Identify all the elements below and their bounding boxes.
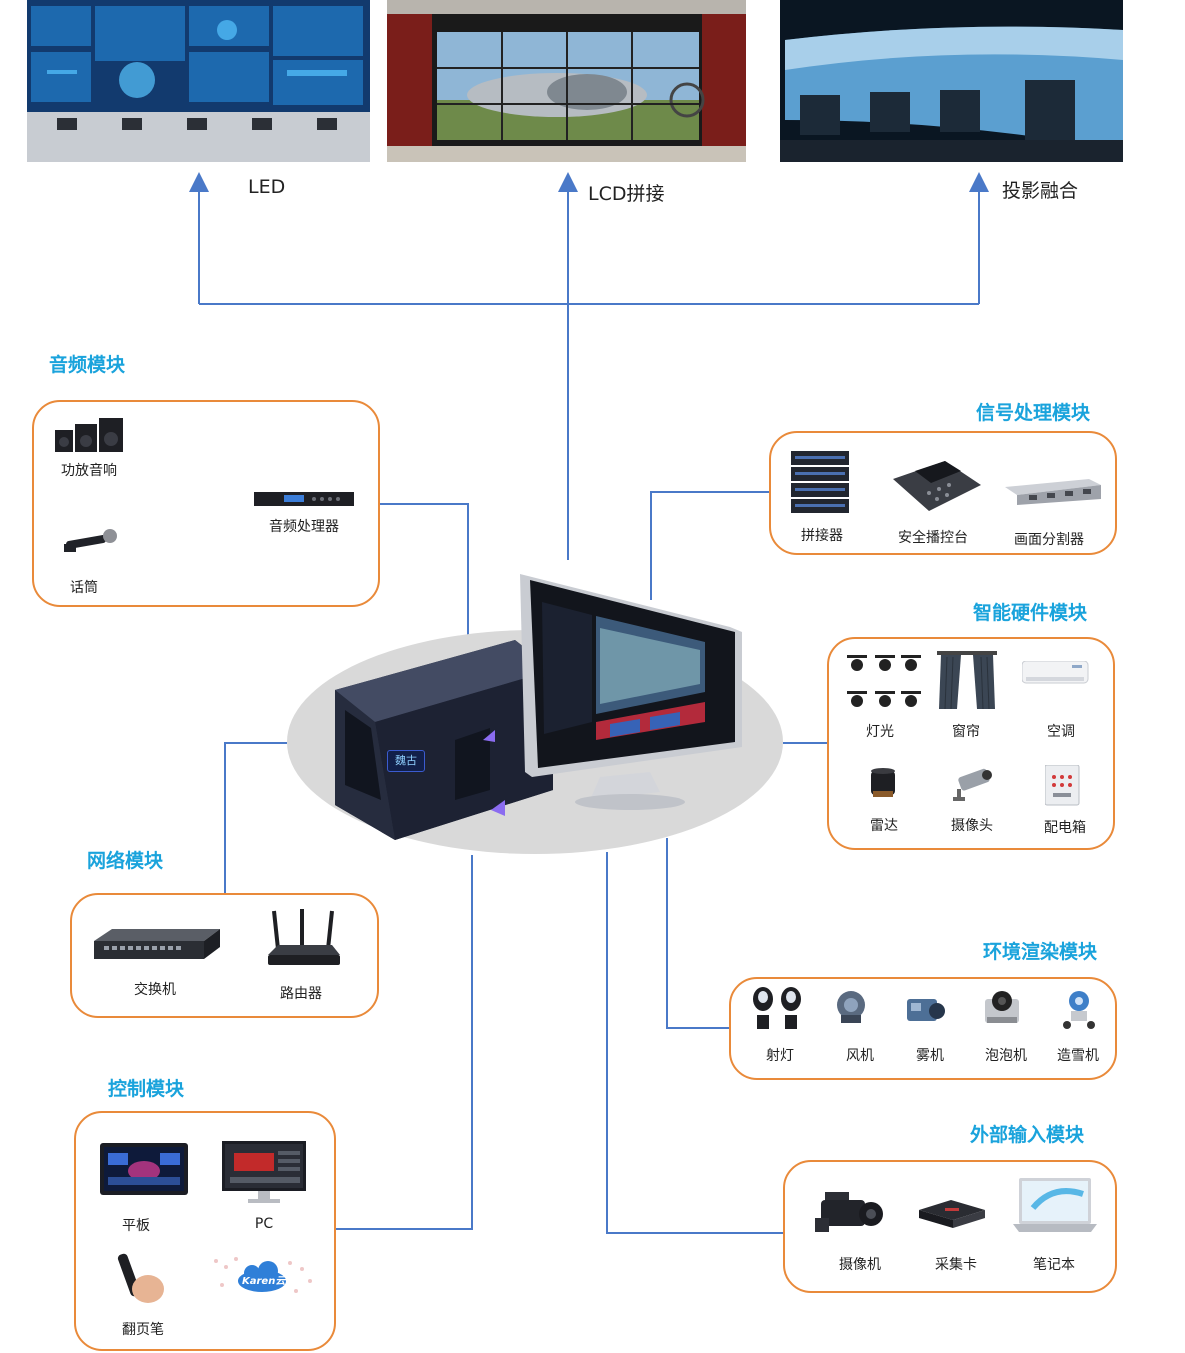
item-label-tablet: 平板 — [122, 1218, 150, 1234]
input-module-title: 外部输入模块 — [970, 1124, 1085, 1146]
splicer-icon — [791, 451, 851, 515]
snow-machine-icon — [1057, 989, 1101, 1031]
item-label-speaker: 功放音响 — [61, 463, 117, 479]
server-badge: 魏古 — [387, 750, 425, 772]
fan-icon — [835, 989, 869, 1025]
microphone-icon — [60, 528, 120, 558]
audio-module-box: 功放音响 话筒 音频处理器 — [32, 400, 380, 607]
env-module-box: 射灯 风机 雾机 泡泡机 造雪机 — [729, 977, 1117, 1080]
smart-module-title: 智能硬件模块 — [973, 602, 1088, 624]
audio-module-title: 音频模块 — [49, 354, 126, 376]
item-label-video-camera: 摄像机 — [839, 1257, 881, 1273]
spotlight-icon — [845, 653, 925, 709]
network-module-box: 交换机 路由器 — [70, 893, 379, 1018]
control-module-box: 平板 PC 翻页笔 Karen云 — [74, 1111, 336, 1351]
signal-module-title: 信号处理模块 — [976, 402, 1091, 424]
air-conditioner-icon — [1022, 661, 1090, 691]
led-wall-photo — [27, 0, 370, 162]
item-label-laptop: 笔记本 — [1033, 1257, 1075, 1273]
env-module-title: 环境渲染模块 — [983, 941, 1098, 963]
input-module-box: 摄像机 采集卡 笔记本 — [783, 1160, 1117, 1293]
item-label-pc: PC — [254, 1216, 274, 1232]
item-label-snow-machine: 造雪机 — [1057, 1048, 1099, 1064]
router-icon — [266, 909, 342, 969]
media-server: 魏古 — [315, 630, 555, 840]
control-module-title: 控制模块 — [108, 1078, 185, 1100]
tablet-icon — [100, 1143, 190, 1197]
item-label-security-camera: 摄像头 — [951, 818, 993, 834]
bubble-machine-icon — [983, 989, 1023, 1027]
fog-machine-icon — [905, 993, 945, 1027]
item-label-presenter: 翻页笔 — [122, 1322, 164, 1338]
item-label-fan: 风机 — [846, 1048, 874, 1064]
item-label-splicer: 拼接器 — [801, 528, 843, 544]
video-camera-icon — [815, 1188, 887, 1240]
audio-processor-icon — [254, 490, 358, 510]
signal-module-box: 拼接器 安全播控台 画面分割器 — [769, 431, 1117, 555]
item-label-microphone: 话筒 — [70, 580, 98, 596]
switch-icon — [94, 927, 222, 963]
display-label-lcd: LCD拼接 — [588, 183, 665, 205]
capture-card-icon — [917, 1198, 987, 1230]
screen-splitter-icon — [1003, 477, 1103, 507]
speaker-icon — [55, 414, 127, 454]
lcd-splice-photo — [387, 0, 746, 162]
broadcast-console-icon — [889, 455, 983, 515]
item-label-stage-light: 射灯 — [766, 1048, 794, 1064]
item-label-capture-card: 采集卡 — [935, 1257, 977, 1273]
item-label-broadcast-console: 安全播控台 — [898, 530, 968, 546]
security-camera-icon — [951, 767, 995, 803]
laptop-icon — [1013, 1178, 1097, 1236]
pc-icon — [222, 1141, 308, 1207]
radar-icon — [869, 767, 897, 799]
item-label-curtain: 窗帘 — [952, 724, 980, 740]
monitor — [520, 572, 745, 812]
curtain-icon — [937, 651, 997, 711]
stage-light-icon — [749, 985, 807, 1031]
smart-module-box: 灯光 窗帘 空调 雷达 摄像头 配电箱 — [827, 637, 1115, 850]
projection-blend-photo — [780, 0, 1123, 162]
item-label-bubble-machine: 泡泡机 — [985, 1048, 1027, 1064]
presenter-icon — [112, 1249, 168, 1307]
network-module-title: 网络模块 — [87, 850, 164, 872]
display-label-projection: 投影融合 — [1002, 180, 1079, 202]
item-label-air-conditioner: 空调 — [1047, 724, 1075, 740]
item-label-distribution-box: 配电箱 — [1044, 820, 1086, 836]
cloud-logo-text: Karen云 — [242, 1276, 286, 1287]
cloud-logo: Karen云 — [206, 1251, 318, 1301]
item-label-router: 路由器 — [280, 986, 322, 1002]
distribution-box-icon — [1045, 765, 1081, 807]
item-label-audio-processor: 音频处理器 — [269, 519, 339, 535]
display-label-led: LED — [248, 176, 286, 198]
item-label-screen-splitter: 画面分割器 — [1014, 532, 1084, 548]
item-label-switch: 交换机 — [134, 982, 176, 998]
item-label-light: 灯光 — [866, 724, 894, 740]
item-label-fog-machine: 雾机 — [916, 1048, 944, 1064]
item-label-radar: 雷达 — [870, 818, 898, 834]
